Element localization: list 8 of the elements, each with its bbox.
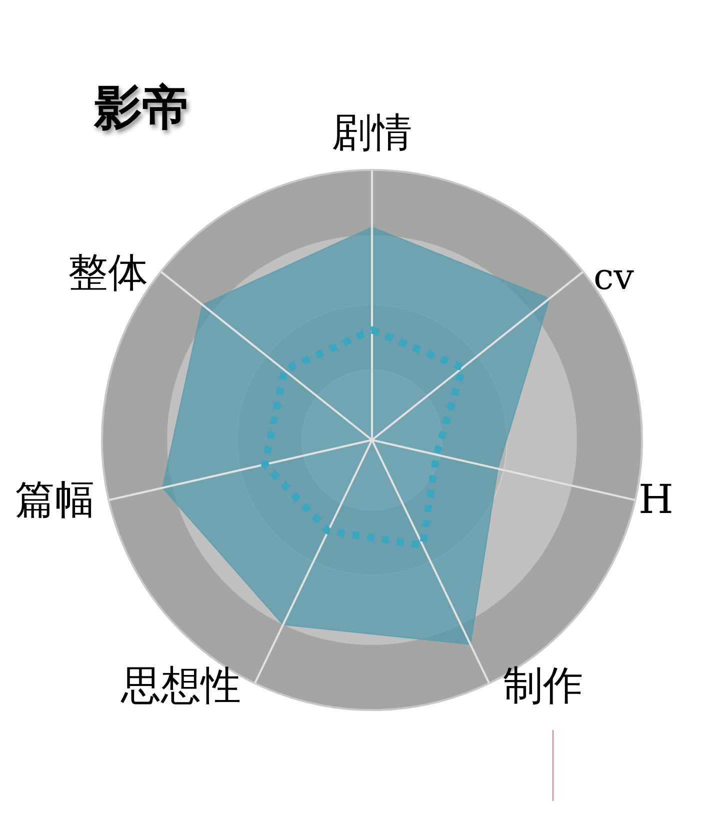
chart-title: 影帝 (94, 84, 190, 132)
axis-label: 剧情 (332, 113, 412, 153)
axis-label: 制作 (503, 666, 583, 706)
axis-label: H (638, 480, 674, 520)
axis-label: 思想性 (121, 666, 241, 706)
axis-label: 整体 (68, 253, 148, 293)
axis-label: cv (594, 260, 634, 296)
axis-label: 篇幅 (15, 480, 95, 520)
